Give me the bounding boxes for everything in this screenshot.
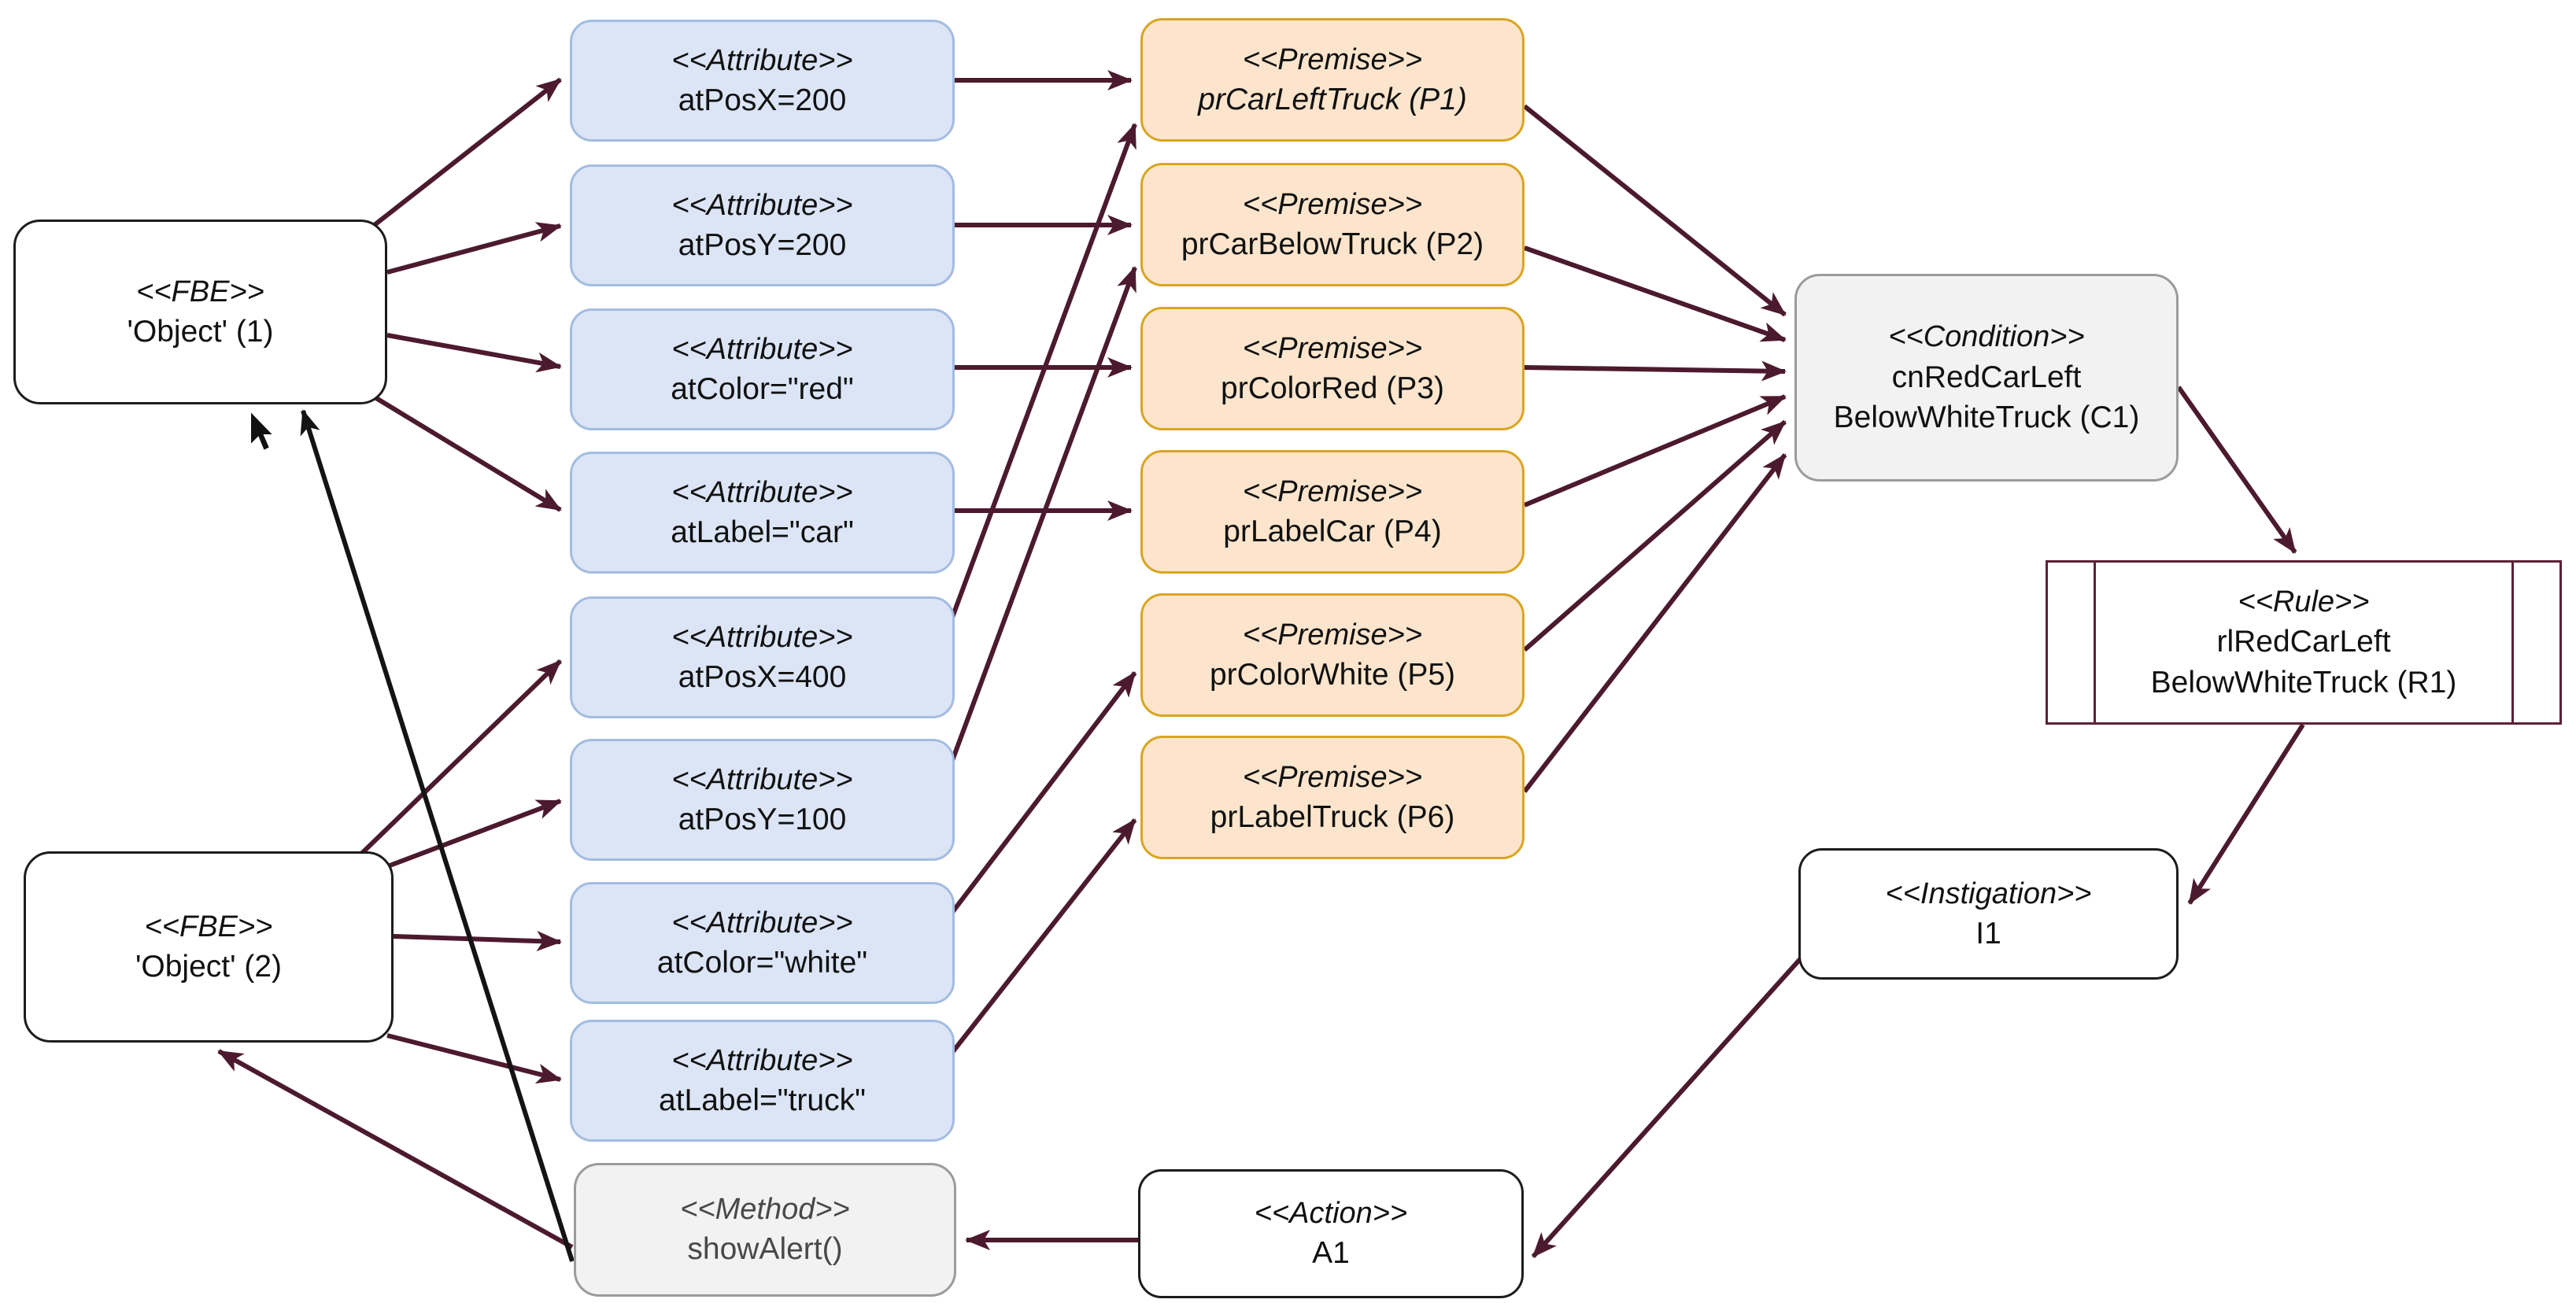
edge-method-fbe2: [217, 1049, 574, 1249]
node-stereotype: <<FBE>>: [144, 910, 273, 943]
node-stereotype: <<FBE>>: [136, 275, 264, 308]
edge-at6-pr2: [948, 266, 1137, 766]
node-label: prColorWhite (P5): [1209, 657, 1456, 692]
node-stereotype: <<Attribute>>: [671, 762, 853, 796]
node-stereotype: <<Attribute>>: [671, 188, 853, 222]
node-attribute-atlabel-car[interactable]: <<Attribute>> atLabel="car": [570, 452, 955, 574]
node-premise-p3[interactable]: <<Premise>> prColorRed (P3): [1140, 307, 1525, 430]
node-label: atColor="white": [656, 945, 868, 980]
node-label: atPosY=200: [678, 227, 847, 262]
edge-at5-pr1: [948, 123, 1137, 623]
node-label: I1: [1975, 916, 2001, 950]
edge-fbe2-at6: [384, 799, 562, 869]
node-premise-p2[interactable]: <<Premise>> prCarBelowTruck (P2): [1140, 163, 1525, 286]
mouse-cursor: [249, 409, 276, 452]
node-stereotype: <<Action>>: [1254, 1197, 1408, 1231]
node-premise-p5[interactable]: <<Premise>> prColorWhite (P5): [1140, 593, 1525, 717]
node-stereotype: <<Attribute>>: [671, 620, 853, 654]
edge-rule-instigation: [2187, 723, 2305, 905]
node-stereotype: <<Attribute>>: [671, 1043, 853, 1077]
node-stereotype: <<Condition>>: [1888, 320, 2085, 354]
node-premise-p6[interactable]: <<Premise>> prLabelTruck (P6): [1140, 736, 1525, 859]
edge-instigation-action: [1531, 956, 1803, 1259]
node-action-a1[interactable]: <<Action>> A1: [1138, 1169, 1524, 1298]
rule-left-bar: [2094, 563, 2096, 722]
node-label: atPosY=100: [678, 802, 847, 836]
edge-pr3-condition: [1524, 360, 1787, 382]
node-label: prColorRed (P3): [1221, 371, 1444, 405]
node-label: 'Object' (1): [127, 314, 274, 349]
node-fbe2[interactable]: <<FBE>> 'Object' (2): [24, 851, 394, 1043]
edge-pr1-condition: [1523, 104, 1787, 317]
node-label: atPosX=400: [678, 659, 847, 694]
node-label: showAlert(): [687, 1232, 843, 1267]
node-label: atLabel="car": [671, 515, 854, 549]
edge-pr6-condition: [1522, 453, 1787, 793]
node-stereotype: <<Attribute>>: [671, 475, 853, 509]
edge-fbe1-at1: [367, 77, 562, 232]
edge-fbe2-at8: [386, 1033, 562, 1084]
node-stereotype: <<Premise>>: [1242, 760, 1423, 794]
rule-right-bar: [2511, 563, 2514, 722]
node-attribute-atposx200[interactable]: <<Attribute>> atPosX=200: [570, 20, 955, 142]
node-label: prLabelTruck (P6): [1210, 799, 1455, 834]
edge-method-fbe1: [300, 409, 575, 1262]
node-method-showalert[interactable]: <<Method>> showAlert(): [574, 1163, 956, 1297]
node-attribute-atcolor-red[interactable]: <<Attribute>> atColor="red": [570, 308, 955, 430]
node-label: prCarBelowTruck (P2): [1181, 227, 1484, 261]
node-stereotype: <<Attribute>>: [671, 906, 853, 939]
edge-at7-pr5: [948, 671, 1137, 916]
node-label: rlRedCarLeft BelowWhiteTruck (R1): [2150, 625, 2457, 699]
node-label: atLabel="truck": [659, 1083, 866, 1117]
node-attribute-atcolor-white[interactable]: <<Attribute>> atColor="white": [570, 882, 955, 1004]
node-stereotype: <<Rule>>: [2238, 585, 2370, 618]
node-stereotype: <<Attribute>>: [671, 332, 853, 366]
edge-at8-pr6: [948, 818, 1137, 1056]
node-fbe1[interactable]: <<FBE>> 'Object' (1): [13, 220, 387, 404]
node-attribute-atposx400[interactable]: <<Attribute>> atPosX=400: [570, 596, 955, 718]
node-premise-p4[interactable]: <<Premise>> prLabelCar (P4): [1140, 450, 1525, 574]
node-stereotype: <<Premise>>: [1242, 618, 1423, 651]
node-label: atPosX=200: [678, 83, 847, 117]
edge-fbe1-at3: [386, 333, 562, 373]
node-instigation-i1[interactable]: <<Instigation>> I1: [1798, 848, 2179, 980]
node-stereotype: <<Premise>>: [1242, 474, 1423, 508]
node-stereotype: <<Instigation>>: [1885, 877, 2092, 910]
node-stereotype: <<Attribute>>: [671, 43, 853, 77]
node-label: prLabelCar (P4): [1223, 514, 1442, 548]
node-stereotype: <<Premise>>: [1242, 42, 1423, 76]
edge-pr4-condition: [1523, 394, 1787, 508]
node-label: cnRedCarLeft BelowWhiteTruck (C1): [1833, 360, 2140, 435]
node-attribute-atposy200[interactable]: <<Attribute>> atPosY=200: [570, 164, 955, 286]
edge-fbe2-at5: [357, 659, 563, 858]
node-stereotype: <<Premise>>: [1242, 331, 1423, 365]
node-attribute-atposy100[interactable]: <<Attribute>> atPosY=100: [570, 739, 955, 861]
edge-condition-rule: [2176, 386, 2297, 554]
node-condition-c1[interactable]: <<Condition>> cnRedCarLeft BelowWhiteTru…: [1794, 274, 2179, 482]
edge-pr2-condition: [1524, 245, 1787, 342]
edge-fbe1-at4: [375, 396, 562, 512]
edge-fbe1-at2: [386, 222, 562, 275]
node-premise-p1[interactable]: <<Premise>> prCarLeftTruck (P1): [1140, 18, 1525, 142]
node-stereotype: <<Premise>>: [1242, 187, 1423, 221]
node-label: A1: [1312, 1236, 1350, 1271]
node-label: prCarLeftTruck (P1): [1198, 82, 1467, 116]
edge-fbe2-at7: [393, 931, 562, 952]
node-label: atColor="red": [671, 371, 854, 406]
node-attribute-atlabel-truck[interactable]: <<Attribute>> atLabel="truck": [570, 1020, 955, 1142]
node-rule-r1[interactable]: <<Rule>> rlRedCarLeft BelowWhiteTruck (R…: [2046, 560, 2562, 725]
node-label: 'Object' (2): [135, 949, 283, 984]
node-stereotype: <<Method>>: [680, 1193, 850, 1227]
edge-pr5-condition: [1523, 419, 1787, 652]
